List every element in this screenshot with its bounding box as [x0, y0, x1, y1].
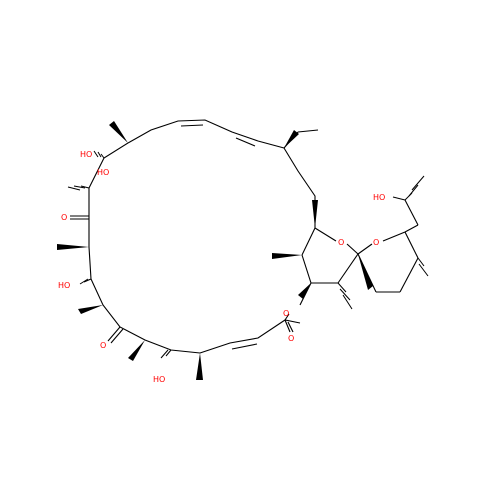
- label-o-ketone-upper: O: [61, 213, 67, 222]
- side-chain-3: [392, 196, 406, 201]
- ring-bond-8: [382, 231, 406, 242]
- label-ho-bottom: HO: [153, 375, 165, 384]
- hash-bonds: [67, 150, 429, 359]
- wedge-methyl-top: [109, 121, 128, 143]
- backbone-right: [283, 147, 316, 228]
- label-ho-side: HO: [373, 193, 385, 202]
- ring-bond-2: [346, 243, 359, 255]
- wedge-ester: [298, 283, 311, 299]
- spiroketal-bonds: [283, 129, 419, 333]
- double-bond-a: [180, 124, 204, 127]
- label-o-ring2: O: [373, 238, 379, 247]
- side-chain-1: [404, 224, 419, 233]
- ring-bond-6: [301, 227, 316, 256]
- backbone-bottom: [199, 319, 301, 354]
- ring-bond-7: [357, 243, 373, 255]
- wedge-methyl-bottom: [196, 353, 203, 380]
- side-chain-2: [404, 199, 419, 226]
- label-o-ester: O: [283, 309, 289, 318]
- ring-bond-10: [399, 257, 419, 293]
- ring-bond-5: [301, 254, 312, 284]
- double-bond-b: [235, 137, 256, 147]
- label-ho-top: HO: [80, 150, 92, 159]
- ring-bond-9: [404, 231, 419, 259]
- double-bond-c: [231, 343, 258, 350]
- wedge-bonds: [57, 121, 373, 380]
- macrocycle-bonds: [88, 119, 316, 354]
- label-ho-c: HO: [97, 168, 109, 177]
- ring-bond-3: [337, 253, 359, 284]
- label-o-ketone-lower: O: [100, 341, 106, 350]
- ring-bond-1: [314, 227, 337, 242]
- ester-bond: [284, 313, 290, 321]
- wedge-methyl-left: [57, 244, 89, 250]
- label-o-carbonyl: O: [288, 334, 294, 343]
- atom-labels: HO HO O HO O HO O O O O HO: [58, 150, 385, 384]
- wedge-spiro: [358, 254, 373, 290]
- ring-bond-12: [357, 253, 377, 293]
- wedge-methyl-low: [128, 340, 145, 361]
- wedge-ring-c: [312, 200, 318, 228]
- ketone-bonds: [70, 215, 124, 344]
- wedge-methyl-mid: [78, 305, 103, 314]
- wedge-ethyl: [284, 130, 299, 148]
- ethyl-bond: [297, 129, 319, 133]
- ester-carbonyl-2: [287, 321, 294, 333]
- backbone-upper: [127, 119, 285, 149]
- label-o-ring1: O: [338, 238, 344, 247]
- ester-carbonyl-1: [284, 319, 291, 333]
- label-ho-left: HO: [58, 281, 70, 290]
- wedge-methyl-ring: [272, 253, 302, 259]
